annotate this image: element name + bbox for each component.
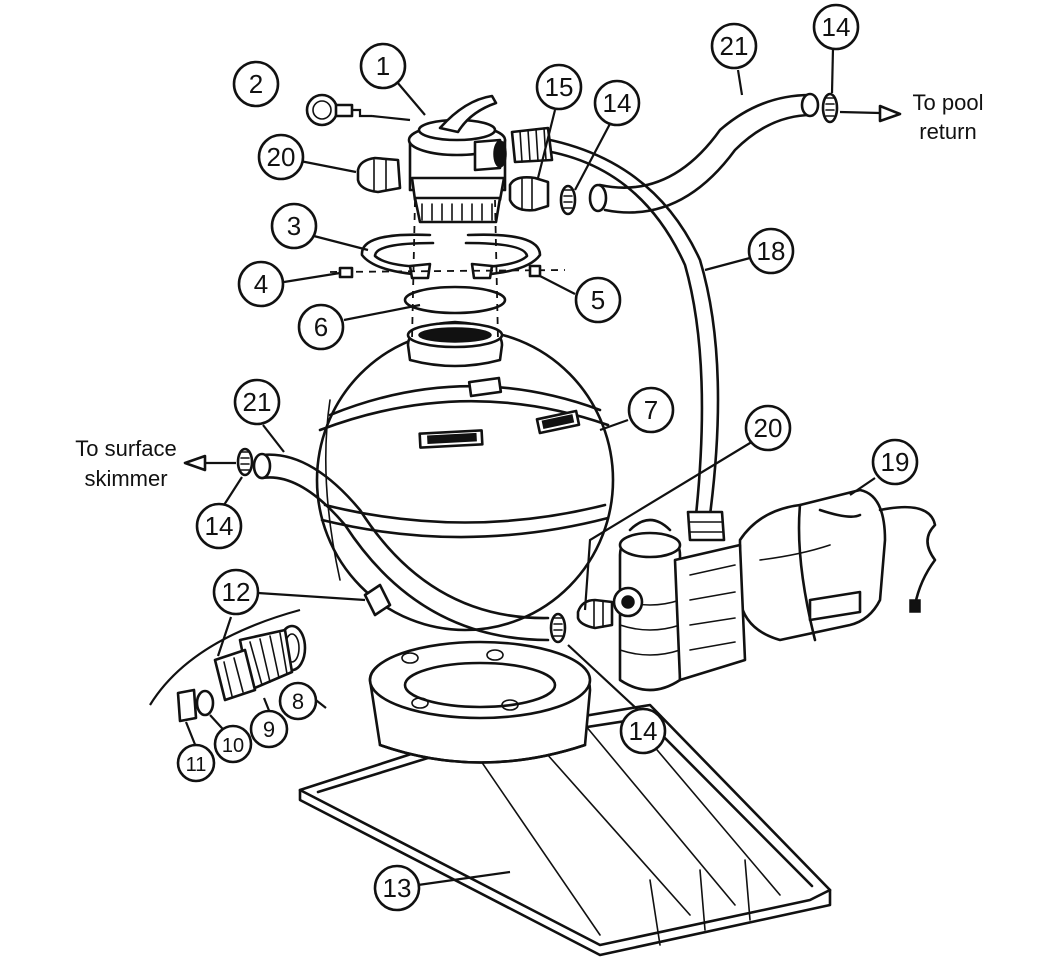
note-pool-return: To pool return xyxy=(913,90,984,144)
leader-lines xyxy=(184,47,876,887)
svg-text:14: 14 xyxy=(603,88,632,118)
svg-text:8: 8 xyxy=(292,689,304,714)
tank-stand xyxy=(368,640,592,764)
multiport-valve xyxy=(407,94,507,224)
callout-5: 5 xyxy=(574,276,622,324)
base-pan xyxy=(298,703,832,957)
clamp-ring xyxy=(360,233,542,280)
adapter-fitting xyxy=(356,156,402,194)
alignment-guides xyxy=(411,199,499,341)
filter-tank xyxy=(315,320,615,632)
svg-text:2: 2 xyxy=(249,69,263,99)
callout-20-pump: 20 xyxy=(744,404,792,452)
svg-text:1: 1 xyxy=(376,51,390,81)
svg-text:20: 20 xyxy=(754,413,783,443)
callout-10: 10 xyxy=(213,724,253,764)
callout-1: 1 xyxy=(359,42,407,90)
callout-2: 2 xyxy=(232,60,280,108)
callout-7: 7 xyxy=(627,386,675,434)
hose-21-upper xyxy=(588,92,820,214)
hose-clamp xyxy=(236,447,254,477)
callout-14-valve: 14 xyxy=(593,79,641,127)
hose-18 xyxy=(510,126,726,542)
adapter-fitting xyxy=(576,598,614,630)
callout-14-pump: 14 xyxy=(619,707,667,755)
svg-text:3: 3 xyxy=(287,211,301,241)
svg-text:5: 5 xyxy=(591,285,605,315)
svg-text:18: 18 xyxy=(757,236,786,266)
callout-9: 9 xyxy=(249,709,289,749)
barb-fitting xyxy=(508,176,550,212)
callout-21-left: 21 xyxy=(233,378,281,426)
svg-text:4: 4 xyxy=(254,269,268,299)
svg-text:7: 7 xyxy=(644,395,658,425)
svg-text:6: 6 xyxy=(314,312,328,342)
callout-13: 13 xyxy=(373,864,421,912)
svg-text:14: 14 xyxy=(629,716,658,746)
svg-text:14: 14 xyxy=(822,12,851,42)
callout-18: 18 xyxy=(747,227,795,275)
callout-14-top: 14 xyxy=(812,3,860,51)
arrow-to-surface-skimmer xyxy=(183,454,236,472)
svg-text:12: 12 xyxy=(222,577,251,607)
hose-21-lower xyxy=(252,452,550,642)
callout-8: 8 xyxy=(278,681,318,721)
svg-text:skimmer: skimmer xyxy=(84,466,167,491)
callout-20-valve: 20 xyxy=(257,133,305,181)
svg-text:19: 19 xyxy=(881,447,910,477)
pressure-gauge xyxy=(305,93,411,127)
clamp-bolt xyxy=(329,264,566,279)
svg-text:15: 15 xyxy=(545,72,574,102)
callout-3: 3 xyxy=(270,202,318,250)
callout-12: 12 xyxy=(212,568,260,616)
callout-14-skimmer: 14 xyxy=(195,502,243,550)
pump-motor xyxy=(612,488,937,692)
callout-4: 4 xyxy=(237,260,285,308)
o-ring xyxy=(403,285,507,315)
svg-text:To surface: To surface xyxy=(75,436,177,461)
svg-text:10: 10 xyxy=(222,735,244,757)
drain-assembly xyxy=(149,608,307,723)
hose-clamp xyxy=(559,184,577,216)
svg-text:9: 9 xyxy=(263,717,275,742)
callout-19: 19 xyxy=(871,438,919,486)
svg-text:return: return xyxy=(919,119,976,144)
callout-15: 15 xyxy=(535,63,583,111)
svg-text:11: 11 xyxy=(186,754,207,776)
svg-text:14: 14 xyxy=(205,511,234,541)
svg-text:To pool: To pool xyxy=(913,90,984,115)
callout-21-top: 21 xyxy=(710,22,758,70)
hose-clamp xyxy=(821,92,839,124)
callout-6: 6 xyxy=(297,303,345,351)
arrow-to-pool-return xyxy=(839,104,902,123)
svg-text:21: 21 xyxy=(720,31,749,61)
callout-11: 11 xyxy=(176,743,216,783)
svg-text:20: 20 xyxy=(267,142,296,172)
note-surface-skimmer: To surface skimmer xyxy=(75,436,177,491)
hose-clamp xyxy=(549,612,567,644)
svg-text:21: 21 xyxy=(243,387,272,417)
svg-text:13: 13 xyxy=(383,873,412,903)
